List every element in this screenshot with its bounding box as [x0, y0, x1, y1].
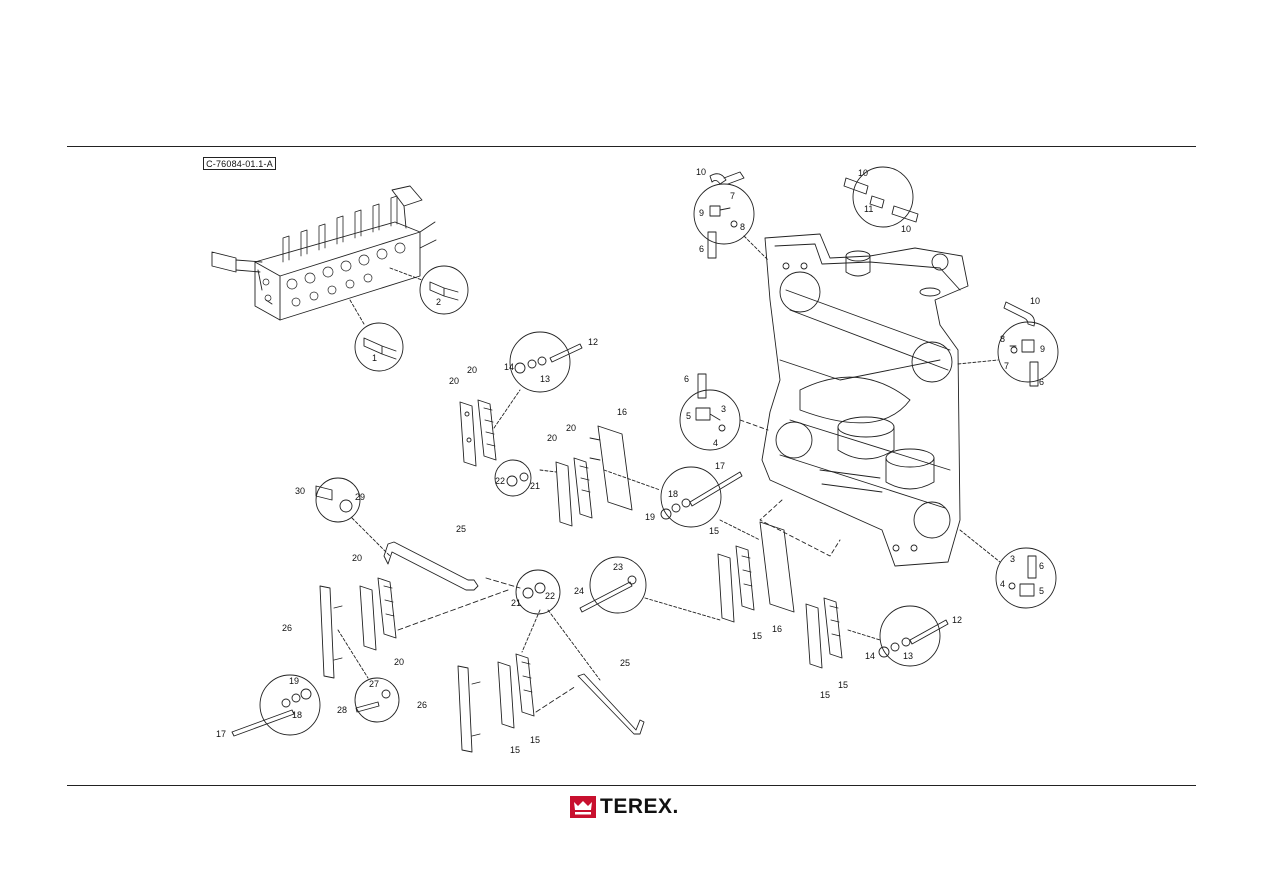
callout-25: 25 [456, 524, 466, 534]
slide-pad-group-lower-left [319, 577, 509, 679]
callout-6: 6 [699, 244, 704, 254]
hardware-detail-30-29 [315, 477, 391, 557]
callout-labels: 1 2 10 7 9 8 6 10 11 10 10 8 9 7 6 6 3 5… [216, 167, 1045, 755]
bracket-upper [383, 541, 521, 591]
fitting-detail-top-center [843, 166, 919, 228]
callout-1: 1 [372, 353, 377, 363]
callout-11: 11 [864, 204, 873, 214]
drawing-reference-label: C-76084-01.1-A [203, 157, 276, 170]
callout-15: 15 [838, 680, 848, 690]
callout-26: 26 [417, 700, 427, 710]
hardware-detail-27-28 [337, 629, 400, 723]
callout-16: 16 [772, 624, 782, 634]
callout-20: 20 [352, 553, 362, 563]
callout-21: 21 [530, 481, 540, 491]
detail-circle-1 [349, 299, 404, 372]
callout-29: 29 [355, 492, 365, 502]
callout-15: 15 [530, 735, 540, 745]
callout-9: 9 [699, 208, 704, 218]
callout-15: 15 [510, 745, 520, 755]
callout-10: 10 [696, 167, 706, 177]
callout-6: 6 [1039, 377, 1044, 387]
callout-7: 7 [1004, 361, 1009, 371]
callout-9: 9 [1040, 344, 1045, 354]
callout-3: 3 [721, 404, 726, 414]
callout-25: 25 [620, 658, 630, 668]
callout-4: 4 [713, 438, 718, 448]
callout-16: 16 [617, 407, 627, 417]
callout-6: 6 [1039, 561, 1044, 571]
callout-15: 15 [752, 631, 762, 641]
callout-19: 19 [645, 512, 655, 522]
callout-28: 28 [337, 705, 347, 715]
callout-20: 20 [566, 423, 576, 433]
callout-26: 26 [282, 623, 292, 633]
hardware-detail-23-24 [579, 556, 721, 621]
callout-4: 4 [1000, 579, 1005, 589]
callout-15: 15 [709, 526, 719, 536]
callout-7: 7 [730, 191, 735, 201]
callout-20: 20 [449, 376, 459, 386]
slide-pad-group-lower-right [805, 597, 949, 669]
callout-18: 18 [668, 489, 678, 499]
callout-12: 12 [952, 615, 962, 625]
hardware-detail-21-22 [515, 569, 561, 615]
fitting-detail-right-lower [959, 529, 1057, 609]
fitting-detail-center [679, 373, 741, 451]
callout-10: 10 [1030, 296, 1040, 306]
callout-2: 2 [436, 297, 441, 307]
callout-5: 5 [1039, 586, 1044, 596]
fitting-detail-top-left [693, 171, 769, 261]
callout-10: 10 [901, 224, 911, 234]
callout-20: 20 [394, 657, 404, 667]
slide-pad-group-upper [459, 331, 583, 467]
callout-13: 13 [540, 374, 550, 384]
callout-30: 30 [295, 486, 305, 496]
slide-pad-group-right [717, 519, 795, 623]
header-divider [67, 146, 1196, 147]
callout-6: 6 [684, 374, 689, 384]
callout-5: 5 [686, 411, 691, 421]
control-valve-assembly [211, 185, 437, 321]
callout-13: 13 [903, 651, 913, 661]
brand-name: TEREX. [600, 795, 679, 818]
callout-10: 10 [858, 168, 868, 178]
mast-frame [739, 233, 969, 567]
callout-22: 22 [495, 476, 505, 486]
callout-23: 23 [613, 562, 623, 572]
callout-12: 12 [588, 337, 598, 347]
terex-crown-icon [570, 796, 596, 818]
slide-pad-group-middle [494, 425, 743, 528]
callout-24: 24 [574, 586, 584, 596]
callout-8: 8 [1000, 334, 1005, 344]
callout-3: 3 [1010, 554, 1015, 564]
callout-14: 14 [504, 362, 514, 372]
bracket-lower [535, 673, 645, 735]
callout-15: 15 [820, 690, 830, 700]
callout-21: 21 [511, 598, 521, 608]
callout-17: 17 [216, 729, 226, 739]
callout-17: 17 [715, 461, 725, 471]
fitting-detail-right-upper [957, 301, 1059, 387]
callout-19: 19 [289, 676, 299, 686]
callout-22: 22 [545, 591, 555, 601]
slide-pad-group-bottom [457, 609, 601, 753]
callout-8: 8 [740, 222, 745, 232]
callout-20: 20 [547, 433, 557, 443]
callout-27: 27 [369, 679, 379, 689]
callout-20: 20 [467, 365, 477, 375]
detail-circle-2 [389, 265, 469, 315]
hardware-detail-17-18-19 [231, 674, 321, 737]
callout-14: 14 [865, 651, 875, 661]
callout-18: 18 [292, 710, 302, 720]
terex-logo: TEREX. [570, 795, 700, 819]
footer-divider [67, 785, 1196, 786]
